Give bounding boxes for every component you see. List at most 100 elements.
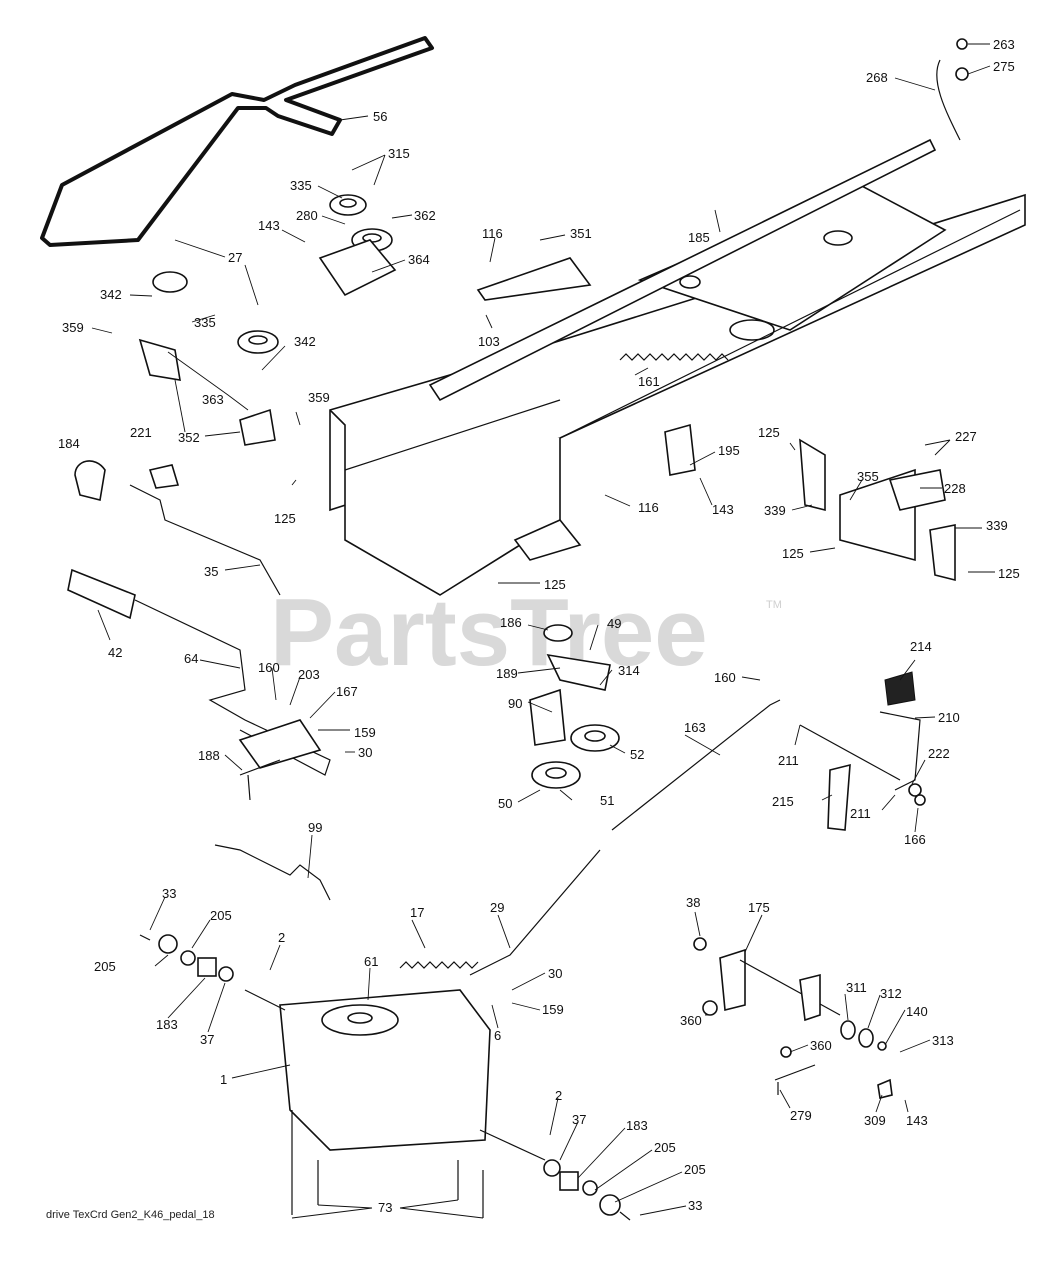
callout-49: 49	[607, 616, 621, 631]
callout-309: 309	[864, 1113, 886, 1128]
callout-360: 360	[680, 1013, 702, 1028]
callout-1: 1	[220, 1072, 227, 1087]
lift-shaft-175	[693, 937, 893, 1099]
callout-189: 189	[496, 666, 518, 681]
callout-227: 227	[955, 429, 977, 444]
callout-185: 185	[688, 230, 710, 245]
callout-342: 342	[100, 287, 122, 302]
callout-315: 315	[388, 146, 410, 161]
callout-205-c: 205	[654, 1140, 676, 1155]
callout-159-b: 159	[542, 1002, 564, 1017]
rod-35	[129, 484, 281, 596]
washer-222	[908, 783, 922, 797]
callout-30-b: 30	[548, 966, 562, 981]
callout-195: 195	[718, 443, 740, 458]
callout-73: 73	[378, 1200, 392, 1215]
callout-116: 116	[482, 226, 503, 241]
callout-351: 351	[570, 226, 592, 241]
callout-205-d: 205	[684, 1162, 706, 1177]
drive-belt	[40, 36, 434, 247]
callout-339-b: 339	[986, 518, 1008, 533]
leader-lines	[91, 43, 995, 1219]
bolts-73	[291, 1110, 484, 1218]
callout-35: 35	[204, 564, 218, 579]
callout-211-b: 211	[850, 806, 871, 821]
pedal-arm-210	[879, 711, 921, 791]
callout-51: 51	[600, 793, 614, 808]
callout-363: 363	[202, 392, 224, 407]
spring-161	[619, 353, 729, 361]
callout-352: 352	[178, 430, 200, 445]
callout-2: 2	[278, 930, 285, 945]
axle-parts-right	[543, 1159, 631, 1221]
callout-364: 364	[408, 252, 430, 267]
callout-167: 167	[336, 684, 358, 699]
callout-311: 311	[846, 980, 867, 995]
callout-314: 314	[618, 663, 640, 678]
callout-166: 166	[904, 832, 926, 847]
transmission-1	[244, 989, 546, 1161]
washer-275	[955, 67, 969, 81]
callout-263: 263	[993, 37, 1015, 52]
rod-163	[611, 699, 781, 831]
callout-125-e: 125	[544, 577, 566, 592]
callout-30: 30	[358, 745, 372, 760]
callout-163: 163	[684, 720, 706, 735]
callout-42: 42	[108, 645, 122, 660]
callout-103: 103	[478, 334, 500, 349]
callout-186: 186	[500, 615, 522, 630]
callout-359: 359	[62, 320, 84, 335]
bracket-167	[238, 719, 322, 769]
callout-116-b: 116	[638, 500, 659, 515]
callout-61: 61	[364, 954, 378, 969]
callout-215: 215	[772, 794, 794, 809]
callout-161: 161	[638, 374, 660, 389]
callout-203: 203	[298, 667, 320, 682]
callout-268: 268	[866, 70, 888, 85]
pedal-pad-214	[884, 671, 916, 706]
callout-37: 37	[200, 1032, 214, 1047]
callout-125-d: 125	[998, 566, 1020, 581]
callout-205-b: 205	[94, 959, 116, 974]
callout-360-b: 360	[810, 1038, 832, 1053]
callout-38: 38	[686, 895, 700, 910]
callout-335: 335	[290, 178, 312, 193]
callout-17: 17	[410, 905, 424, 920]
main-frame	[329, 138, 1026, 596]
callout-228: 228	[944, 481, 966, 496]
ring-166	[914, 794, 926, 806]
callout-221: 221	[130, 425, 152, 440]
rod-29	[469, 849, 601, 976]
callout-143: 143	[258, 218, 280, 233]
watermark: PartsTree	[270, 579, 708, 686]
callout-2-b: 2	[555, 1088, 562, 1103]
callout-183-b: 183	[626, 1118, 648, 1133]
callout-125-c: 125	[782, 546, 804, 561]
bracket-351	[476, 257, 592, 301]
callout-140: 140	[906, 1004, 928, 1019]
callout-188: 188	[198, 748, 220, 763]
shaft-211	[799, 724, 901, 781]
callout-37-b: 37	[572, 1112, 586, 1127]
callout-52: 52	[630, 747, 644, 762]
callout-184: 184	[58, 436, 80, 451]
part-184	[74, 460, 106, 501]
idler-pulleys	[138, 194, 397, 446]
callout-33: 33	[162, 886, 176, 901]
grip-42	[67, 568, 136, 620]
callout-6: 6	[494, 1028, 501, 1043]
center-pulleys	[529, 624, 620, 789]
callout-355: 355	[857, 469, 879, 484]
callout-159: 159	[354, 725, 376, 740]
spring-17	[399, 961, 479, 969]
callout-359-b: 359	[308, 390, 330, 405]
callout-33-b: 33	[688, 1198, 702, 1213]
callout-342-b: 342	[294, 334, 316, 349]
callout-211: 211	[778, 753, 799, 768]
callout-125: 125	[274, 511, 296, 526]
rod-64	[134, 599, 331, 776]
bracket-215	[827, 763, 851, 831]
callout-50: 50	[498, 796, 512, 811]
rod-268	[936, 59, 961, 141]
callout-362: 362	[414, 208, 436, 223]
